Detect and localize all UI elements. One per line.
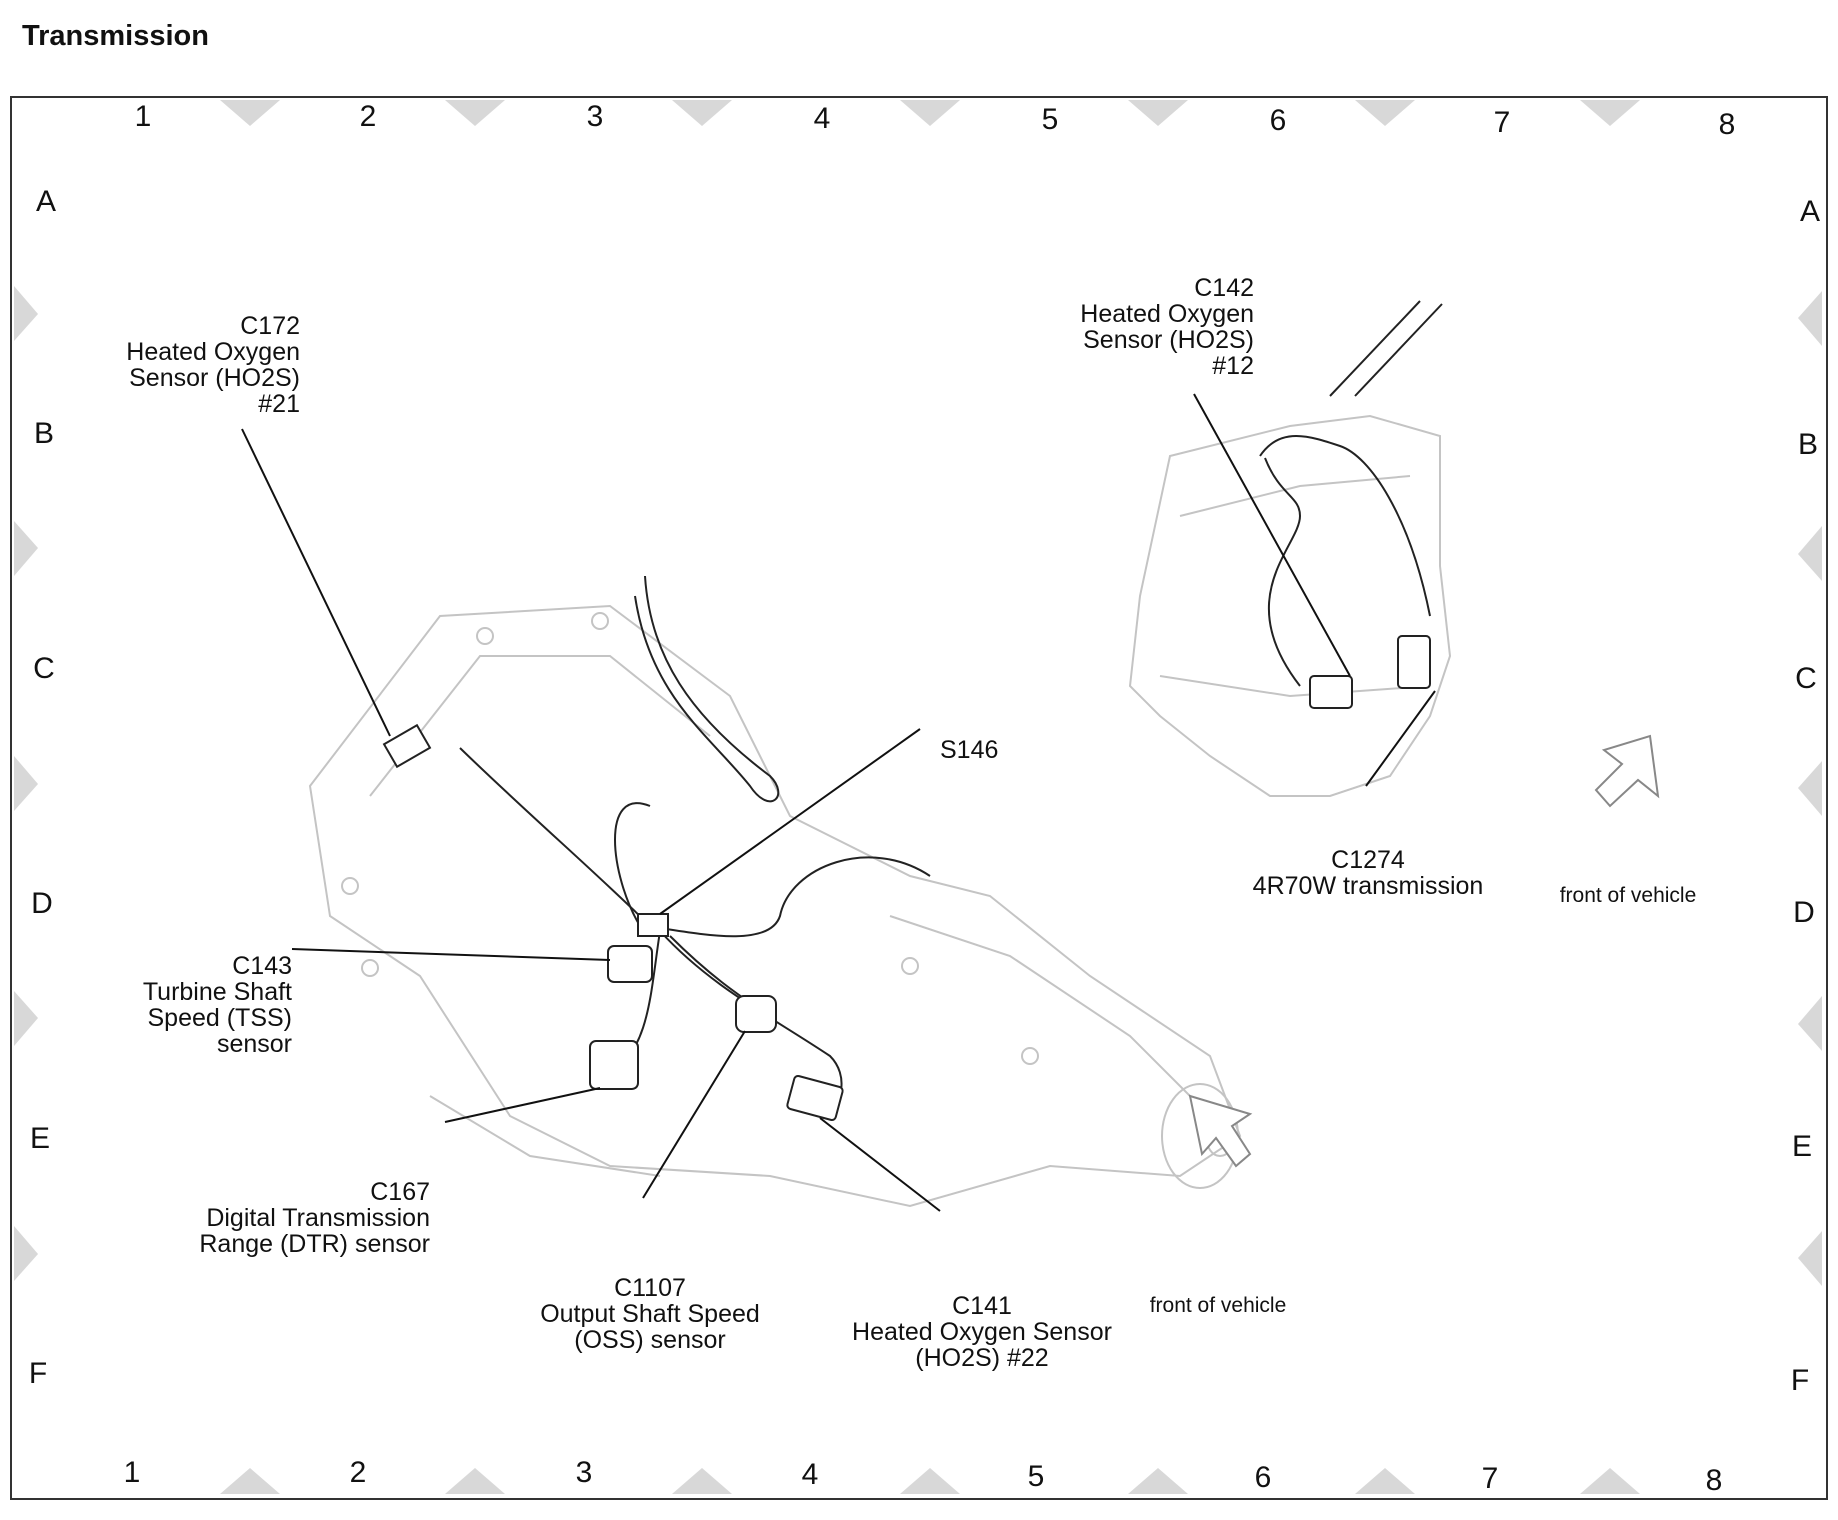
connector-c167 [589,1040,639,1090]
label-line: C1107 [614,1274,686,1302]
row-label-right: F [1791,1364,1809,1397]
label-line: front of vehicle [1150,1294,1287,1317]
label-front-center: front of vehicle [1150,1294,1287,1317]
col-label-top: 7 [1494,106,1511,139]
col-label-bottom: 7 [1482,1462,1499,1495]
label-c167: C167 Digital Transmission Range (DTR) se… [199,1178,430,1258]
col-label-bottom: 4 [802,1458,819,1491]
connector-c1107 [735,995,777,1033]
label-s146: S146 [940,736,998,764]
label-line: (HO2S) #22 [915,1344,1048,1372]
label-c172: C172 Heated Oxygen Sensor (HO2S) #21 [126,312,300,418]
label-line: S146 [940,736,998,764]
transmission-illustration-inset [1128,414,1452,797]
grid-rows-right: A B C D E F [1791,195,1820,1397]
label-line: #21 [258,390,300,418]
label-c141: C141 Heated Oxygen Sensor (HO2S) #22 [852,1292,1112,1372]
leader-c172 [241,428,391,737]
row-label-left: B [34,417,54,450]
label-line: Speed (TSS) [147,1004,292,1032]
connector-c172 [382,723,432,769]
grid-rows-left: A B C D E F [29,185,56,1390]
label-line: (OSS) sensor [574,1326,725,1354]
col-label-top: 3 [587,100,604,133]
label-line: C172 [240,312,300,340]
col-label-bottom: 6 [1255,1461,1272,1494]
diagram: 1 2 3 4 5 6 7 8 1 2 3 4 5 6 7 8 A B C D … [10,96,1828,1500]
leader-c141 [819,1117,941,1212]
connector-c143 [607,945,653,983]
label-c143: C143 Turbine Shaft Speed (TSS) sensor [143,952,292,1058]
label-line: front of vehicle [1560,884,1697,907]
label-line: 4R70W transmission [1253,872,1484,900]
label-line: Heated Oxygen Sensor [852,1318,1112,1346]
row-label-left: D [31,887,53,920]
label-line: #12 [1212,352,1254,380]
row-label-right: D [1793,896,1815,929]
grid-columns-bottom: 1 2 3 4 5 6 7 8 [124,1456,1723,1497]
label-line: Digital Transmission [206,1204,430,1232]
leader-c167 [444,1087,601,1123]
label-line: C142 [1194,274,1254,302]
label-front-right: front of vehicle [1560,884,1697,907]
leader-c142 [1193,393,1351,677]
label-line: Range (DTR) sensor [199,1230,430,1258]
col-label-bottom: 1 [124,1456,141,1489]
connector-c1274 [1397,635,1431,689]
row-label-left: A [36,185,56,218]
col-label-top: 5 [1042,103,1059,136]
connectors-inset [1309,635,1431,709]
col-label-top: 1 [135,100,152,133]
front-arrow-right-icon [1594,734,1660,808]
col-label-top: 8 [1719,108,1736,141]
label-line: C167 [370,1178,430,1206]
col-label-bottom: 5 [1028,1460,1045,1493]
leader-s146 [659,728,921,915]
col-label-bottom: 2 [350,1456,367,1489]
label-line: Sensor (HO2S) [129,364,300,392]
label-line: Heated Oxygen [1080,300,1254,328]
leader-lines [241,393,1436,1212]
label-line: C141 [952,1292,1012,1320]
leader-c143 [291,948,611,961]
col-label-top: 2 [360,100,377,133]
connector-c142 [1309,675,1353,709]
row-label-right: C [1795,662,1817,695]
label-line: sensor [217,1030,292,1058]
front-arrow-center-icon [1188,1094,1253,1168]
row-label-right: B [1798,428,1818,461]
wiring-harness-inset [1259,300,1443,687]
leader-c1107 [642,1030,746,1199]
connector-s146 [637,913,669,937]
label-line: C143 [232,952,292,980]
label-c1107: C1107 Output Shaft Speed (OSS) sensor [540,1274,760,1354]
row-label-right: A [1800,195,1820,228]
row-label-left: F [29,1357,47,1390]
col-label-top: 4 [814,102,831,135]
grid-tick-marks [14,100,1822,1494]
col-label-top: 6 [1270,104,1287,137]
label-line: Sensor (HO2S) [1083,326,1254,354]
connectors-main [382,723,844,1121]
transmission-illustration-main [308,604,1242,1208]
leader-c1274 [1365,690,1436,787]
label-line: Turbine Shaft [143,978,292,1006]
label-line: C1274 [1331,846,1405,874]
row-label-left: E [30,1122,50,1155]
diagram-border [10,96,1828,1500]
label-c142: C142 Heated Oxygen Sensor (HO2S) #12 [1080,274,1254,380]
label-line: Output Shaft Speed [540,1300,760,1328]
label-c1274: C1274 4R70W transmission [1253,846,1484,900]
label-line: Heated Oxygen [126,338,300,366]
grid-columns-top: 1 2 3 4 5 6 7 8 [135,100,1736,141]
row-label-left: C [33,652,55,685]
connector-c141 [786,1075,844,1121]
col-label-bottom: 8 [1706,1464,1723,1497]
page-title: Transmission [22,20,209,52]
row-label-right: E [1792,1130,1812,1163]
col-label-bottom: 3 [576,1456,593,1489]
